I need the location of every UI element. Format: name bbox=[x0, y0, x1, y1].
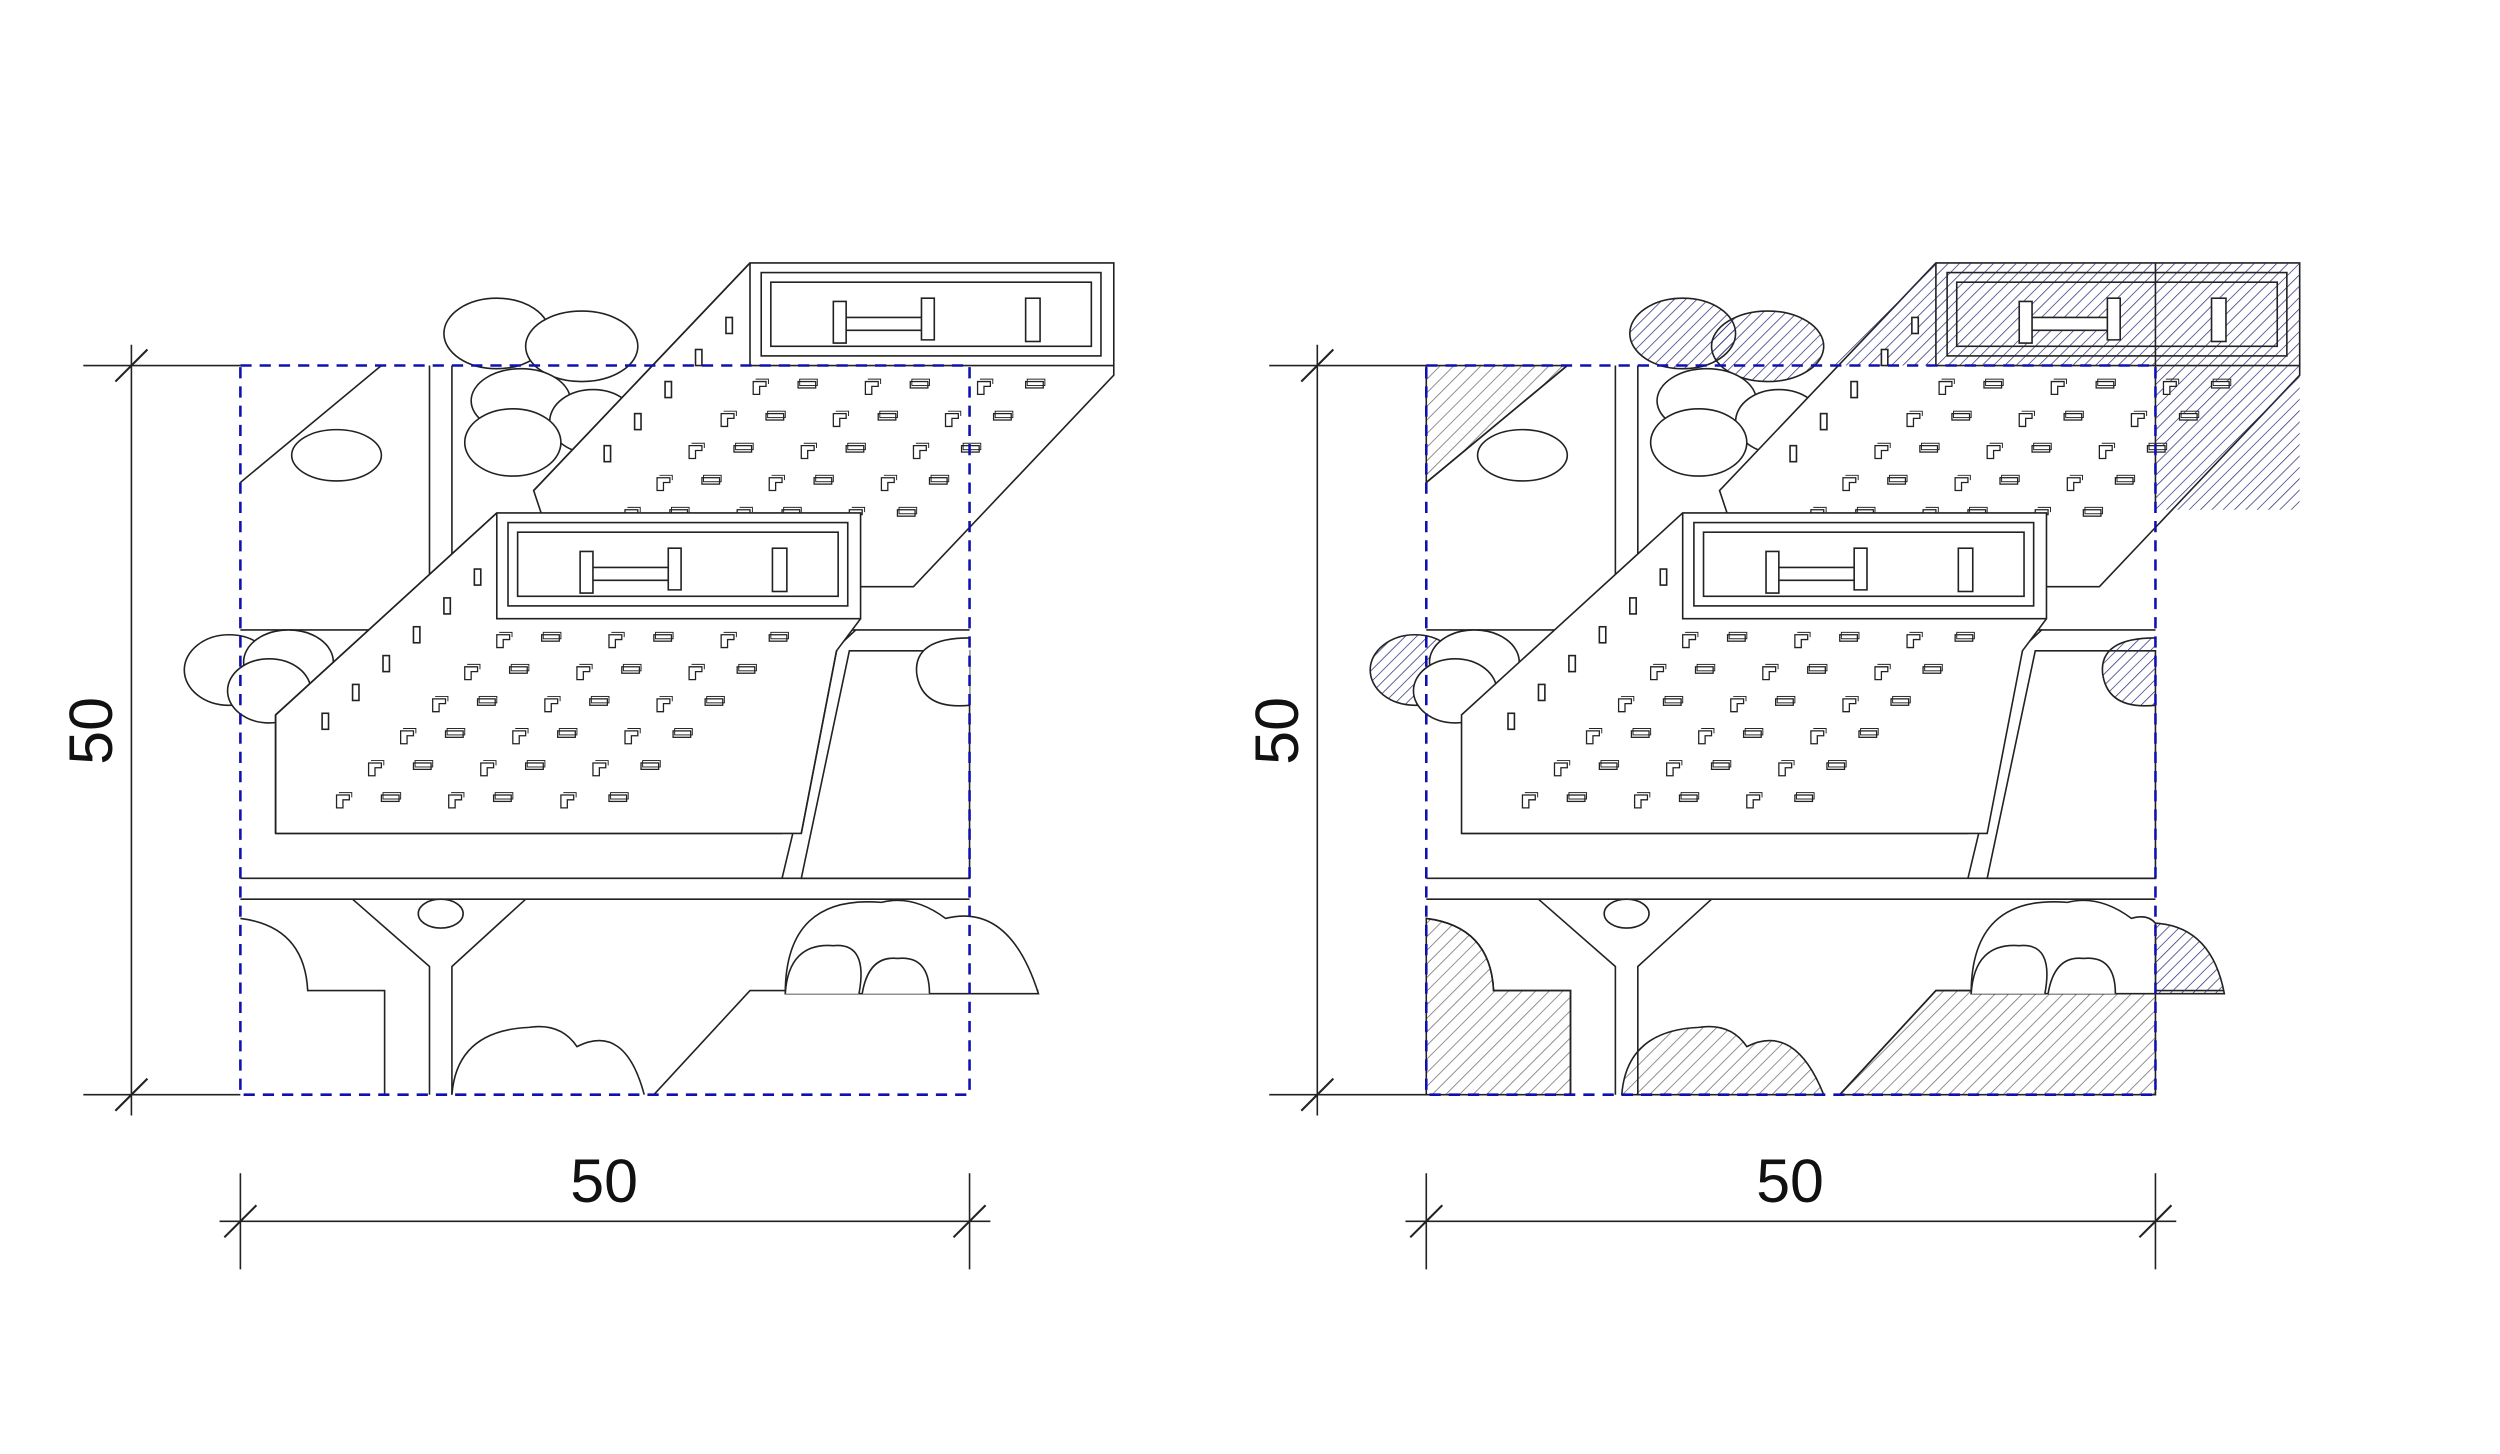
building-back-side-windows bbox=[1789, 316, 1920, 463]
panel-right bbox=[1369, 262, 2301, 1096]
dimension-horizontal-left bbox=[219, 1173, 991, 1270]
tree-right-half bbox=[915, 637, 970, 707]
tree-cluster-left bbox=[1369, 629, 1521, 724]
hatched-inside-areas bbox=[1425, 364, 2157, 1096]
tree-cluster-bottom-right bbox=[1970, 899, 2226, 995]
building-back-side-windows bbox=[603, 316, 734, 463]
tree-right-half bbox=[2101, 637, 2156, 707]
dimension-horizontal-right bbox=[1405, 1173, 2177, 1270]
tree-cluster-top bbox=[1629, 297, 1825, 477]
height-label-left: 50 bbox=[57, 697, 125, 765]
dimension-vertical-right bbox=[1269, 344, 1427, 1116]
building-front-side-windows bbox=[321, 568, 482, 731]
width-label-right: 50 bbox=[1756, 1147, 1824, 1215]
height-label-right: 50 bbox=[1243, 697, 1311, 765]
panel-left bbox=[183, 262, 1115, 1096]
building-front-side-windows bbox=[1507, 568, 1668, 731]
tree-cluster-bottom-right bbox=[784, 899, 1040, 995]
building-front bbox=[274, 512, 862, 835]
building-front bbox=[1460, 512, 2048, 835]
width-label-left: 50 bbox=[570, 1147, 638, 1215]
dimension-vertical-left bbox=[83, 344, 241, 1116]
tree-cluster-bottom bbox=[451, 1025, 646, 1095]
tree-cluster-left bbox=[183, 629, 335, 724]
